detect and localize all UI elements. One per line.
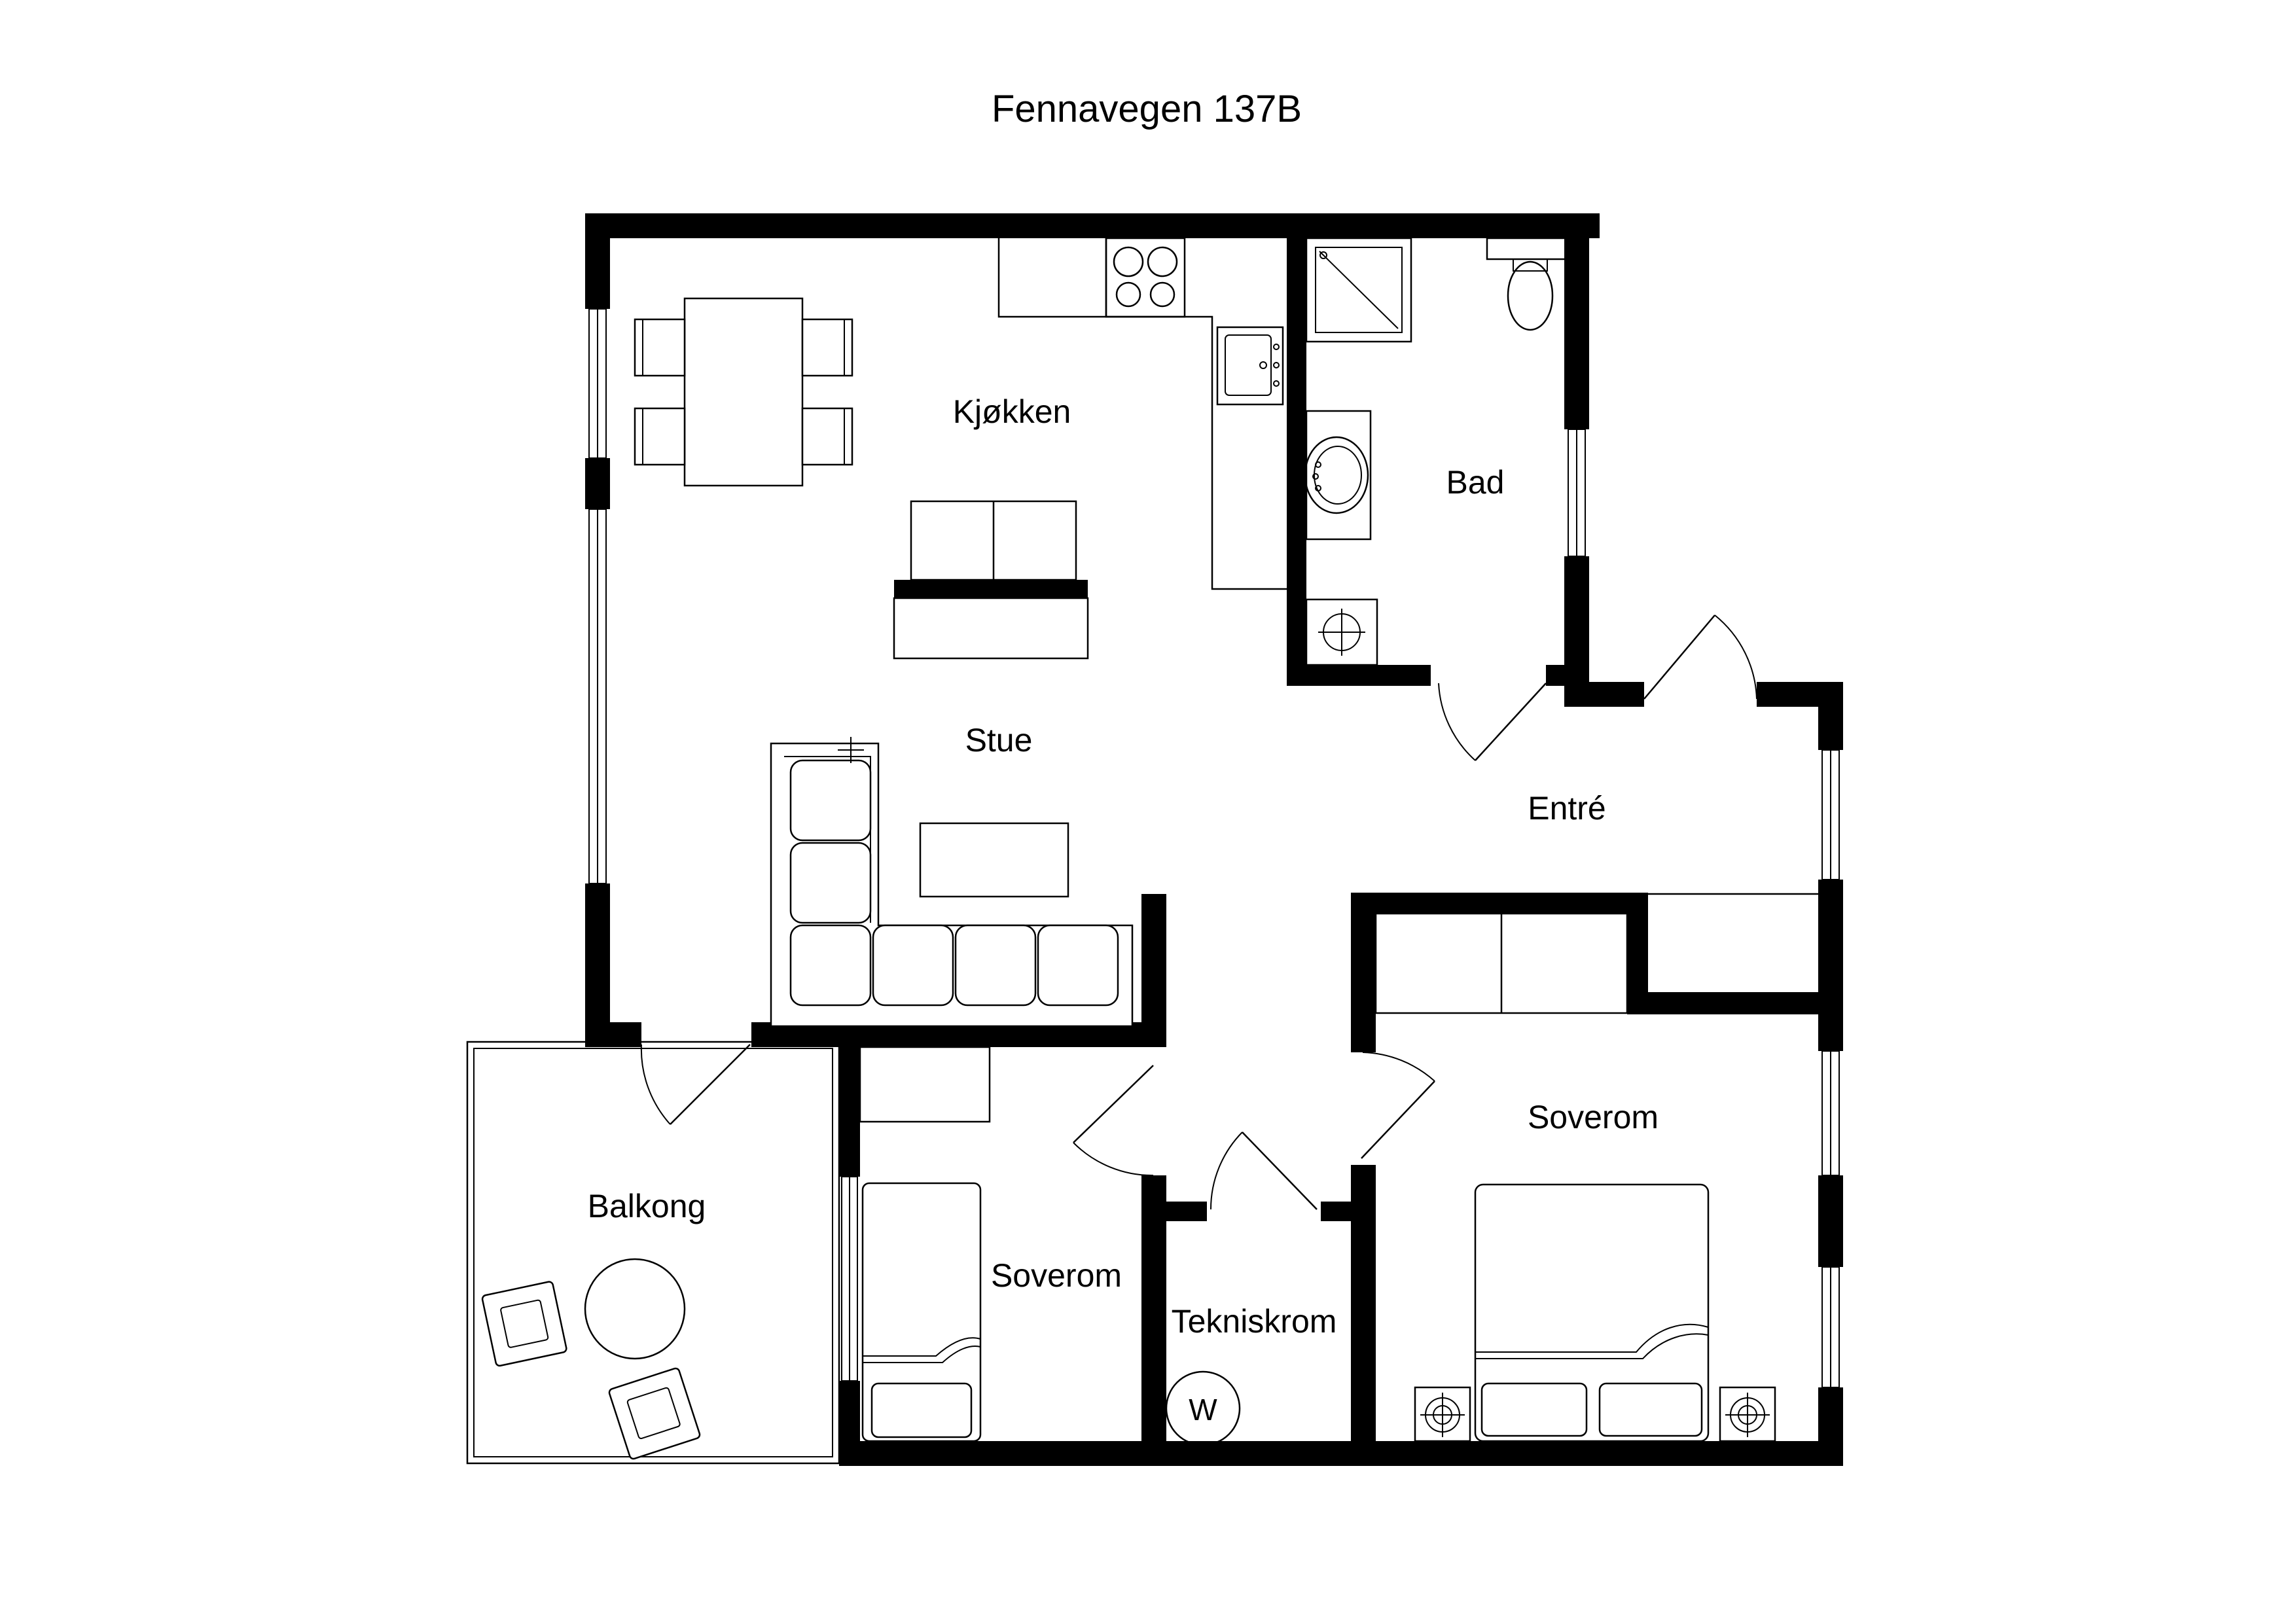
windows xyxy=(588,308,1840,1388)
wall-bottom xyxy=(839,1441,1843,1466)
balcony xyxy=(466,1041,840,1465)
single-bed xyxy=(861,1182,982,1442)
kitchen-island xyxy=(893,500,1089,660)
doors xyxy=(640,615,1757,1210)
room-label-bathroom: Bad xyxy=(1446,464,1505,501)
nightstand-left xyxy=(1414,1386,1471,1442)
wall-top xyxy=(585,213,1600,238)
door-technical xyxy=(1210,1132,1318,1210)
balcony-chair-1 xyxy=(481,1281,567,1367)
wall-left xyxy=(585,213,610,309)
stove-icon xyxy=(1105,237,1186,318)
door-balcony xyxy=(640,1044,751,1125)
coffee-table xyxy=(919,822,1069,898)
washing-machine-icon xyxy=(1305,598,1378,666)
wardrobe xyxy=(1374,912,1628,1014)
balcony-furniture: Balkong xyxy=(481,1188,706,1460)
double-bed xyxy=(1474,1183,1710,1442)
water-heater-icon xyxy=(1165,1370,1241,1446)
door-entrance xyxy=(1643,615,1757,700)
walls xyxy=(585,213,1843,1466)
door-bathroom xyxy=(1438,683,1547,761)
room-label-living: Stue xyxy=(965,722,1033,758)
bathroom-sink-icon xyxy=(1304,410,1372,541)
corner-sofa xyxy=(770,737,1134,1027)
room-label-kitchen: Kjøkken xyxy=(953,393,1071,430)
door-large-bedroom xyxy=(1361,1052,1435,1159)
living-room: Stue xyxy=(770,722,1134,1027)
water-heater-label: W xyxy=(1189,1393,1217,1427)
wardrobe-small xyxy=(859,1046,991,1123)
dining-table xyxy=(634,297,853,487)
toilet-icon xyxy=(1486,237,1573,331)
kitchen: Kjøkken xyxy=(634,237,1287,660)
room-label-technical: Tekniskrom xyxy=(1172,1303,1337,1340)
room-label-entrance: Entré xyxy=(1528,790,1606,827)
door-small-bedroom xyxy=(1073,1065,1154,1177)
balcony-chair-2 xyxy=(608,1367,701,1460)
nightstand-right xyxy=(1719,1386,1776,1442)
kitchen-sink-icon xyxy=(1216,326,1284,406)
technical-room: W Tekniskrom xyxy=(1165,1303,1337,1446)
room-label-balcony: Balkong xyxy=(588,1188,706,1224)
room-label-small-bedroom: Soverom xyxy=(991,1257,1122,1294)
small-bedroom: Soverom xyxy=(859,1046,1122,1442)
large-bedroom: Soverom xyxy=(1374,912,1776,1442)
balcony-table xyxy=(584,1258,686,1360)
entrance: Entré xyxy=(1528,790,1818,895)
plan-title: Fennavegen 137B xyxy=(992,88,1302,130)
shower-icon xyxy=(1305,237,1412,343)
bathroom: Bad xyxy=(1304,237,1573,666)
room-label-large-bedroom: Soverom xyxy=(1528,1099,1659,1135)
